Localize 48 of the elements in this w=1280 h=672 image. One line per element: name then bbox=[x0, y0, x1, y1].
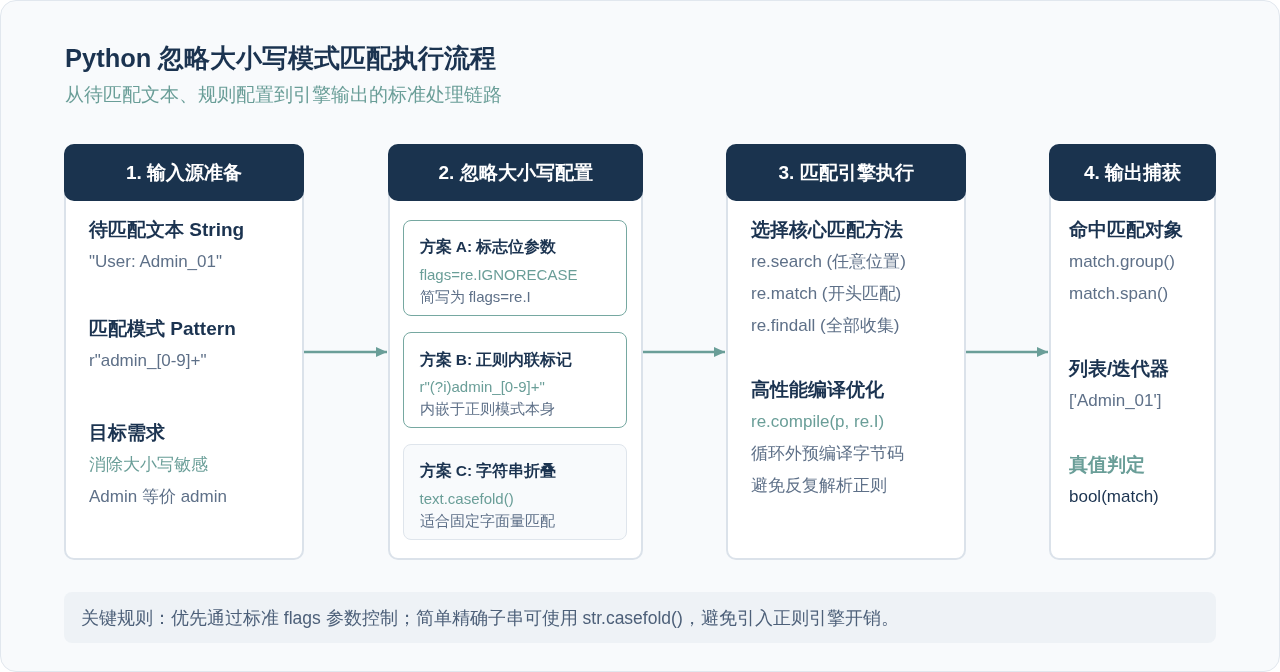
note-banner: 关键规则：优先通过标准 flags 参数控制；简单精确子串可使用 str.casefold()，避免引入正则引擎开销。 bbox=[64, 592, 1216, 643]
code-text: flags=re.IGNORECASE bbox=[419, 264, 578, 285]
body-text: 内嵌于正则模式本身 bbox=[419, 398, 555, 419]
section-heading: 选择核心匹配方法 bbox=[751, 218, 903, 242]
section-heading: 高性能编译优化 bbox=[751, 378, 884, 402]
step-card bbox=[388, 144, 643, 560]
code-text: ['Admin_01'] bbox=[1069, 390, 1162, 412]
section-heading: 待匹配文本 String bbox=[89, 218, 245, 242]
option-box bbox=[403, 332, 627, 428]
arrow bbox=[966, 347, 1048, 357]
highlight-text: 消除大小写敏感 bbox=[89, 454, 208, 476]
code-text: re.match (开头匹配) bbox=[751, 283, 902, 305]
step-card bbox=[726, 144, 966, 560]
section-heading: 匹配模式 Pattern bbox=[89, 317, 236, 341]
step-card bbox=[64, 144, 304, 560]
arrow bbox=[304, 347, 387, 357]
card-header: 2. 忽略大小写配置 bbox=[388, 144, 643, 201]
arrow bbox=[643, 347, 725, 357]
card-header: 3. 匹配引擎执行 bbox=[726, 144, 966, 201]
step-card bbox=[1049, 144, 1216, 560]
code-text: re.findall (全部收集) bbox=[751, 315, 900, 337]
diagram-title: Python 忽略大小写模式匹配执行流程 bbox=[65, 43, 497, 74]
option-box bbox=[403, 444, 627, 540]
section-heading: 目标需求 bbox=[89, 421, 165, 445]
code-text: match.span() bbox=[1069, 283, 1169, 305]
body-text: 简写为 flags=re.I bbox=[419, 286, 531, 307]
body-text: Admin 等价 admin bbox=[89, 486, 227, 508]
section-heading: 列表/迭代器 bbox=[1069, 357, 1170, 381]
code-text: bool(match) bbox=[1069, 486, 1159, 508]
body-text: 适合固定字面量匹配 bbox=[419, 510, 555, 531]
body-text: 避免反复解析正则 bbox=[751, 475, 887, 497]
option-heading: 方案 B: 正则内联标记 bbox=[419, 349, 573, 370]
section-heading: 真值判定 bbox=[1069, 453, 1145, 477]
section-heading: 命中匹配对象 bbox=[1069, 218, 1183, 242]
card-header: 1. 输入源准备 bbox=[64, 144, 304, 201]
card-header: 4. 输出捕获 bbox=[1049, 144, 1216, 201]
option-box bbox=[403, 220, 627, 316]
code-text: r"admin_[0-9]+" bbox=[89, 350, 207, 372]
body-text: 循环外预编译字节码 bbox=[751, 443, 904, 465]
option-heading: 方案 C: 字符串折叠 bbox=[419, 460, 557, 481]
subtitle: 从待匹配文本、规则配置到引擎输出的标准处理链路 bbox=[65, 83, 502, 107]
code-text: match.group() bbox=[1069, 251, 1175, 273]
code-text: "User: Admin_01" bbox=[89, 251, 223, 273]
option-heading: 方案 A: 标志位参数 bbox=[419, 236, 557, 257]
code-text: re.compile(p, re.I) bbox=[751, 411, 885, 433]
code-text: r"(?i)admin_[0-9]+" bbox=[419, 376, 545, 397]
code-text: text.casefold() bbox=[419, 488, 514, 509]
code-text: re.search (任意位置) bbox=[751, 251, 906, 273]
